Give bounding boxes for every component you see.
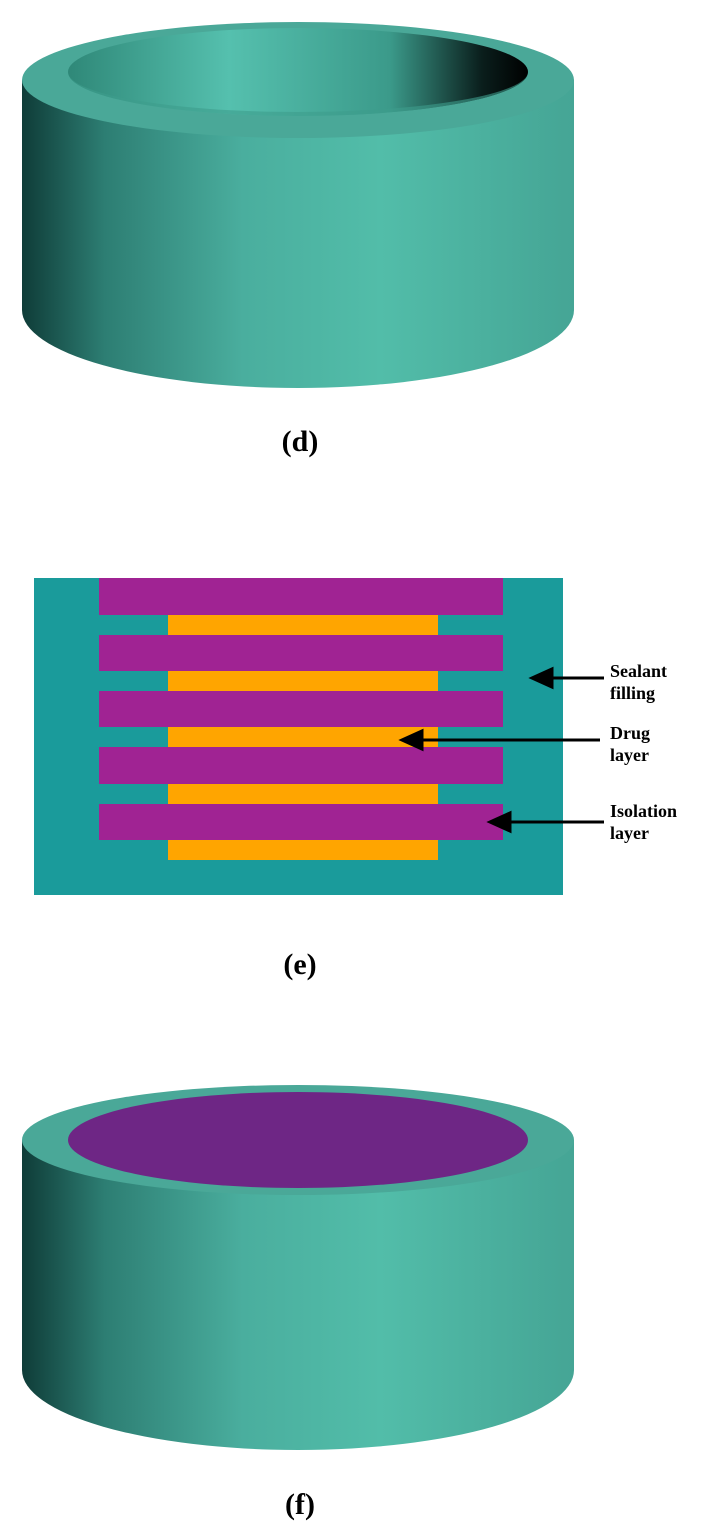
cylinder-top-fill [68,1092,528,1188]
panel-label-e: (e) [283,948,317,981]
drug-arrow [398,728,600,752]
cylinder-inner-hollow [68,28,528,116]
hollow-cylinder-diagram [22,22,574,388]
sealant-arrow [528,666,604,690]
sealant-filling-annotation: Sealant filling [610,661,668,703]
isolation-layer [99,578,503,615]
isolation-layer [99,691,503,727]
panel-label-f: (f) [285,1488,315,1521]
drug-layer [168,840,438,860]
drug-layer [168,784,438,804]
layered-cross-section-diagram [34,578,604,895]
drug-layer [168,615,438,635]
cylinder-side-wall [22,80,574,388]
isolation-layer [99,747,503,784]
isolation-layer [99,804,503,840]
drug-layer [168,671,438,691]
drug-layer [168,727,438,747]
isolation-arrow [486,810,604,834]
isolation-layer [99,635,503,671]
cylinder-side-wall [22,1140,574,1450]
panel-label-d: (d) [281,425,319,458]
filled-cylinder-diagram [22,1085,574,1450]
drug-layer-annotation: Drug layer [610,723,650,765]
isolation-layer-annotation: Isolation layer [610,801,678,843]
